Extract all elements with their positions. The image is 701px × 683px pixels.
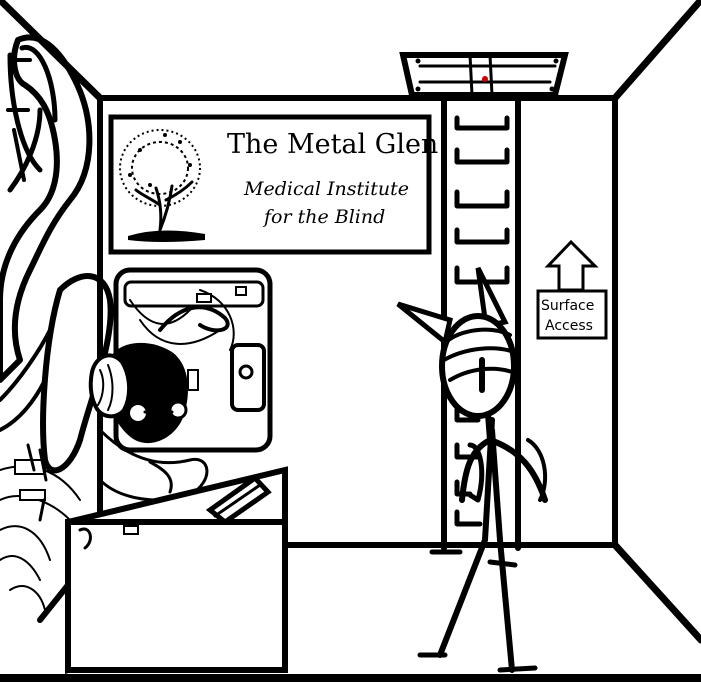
control-desk [65, 466, 288, 674]
visitor-character [396, 266, 548, 673]
ceiling-hatch [399, 52, 569, 98]
sign-subtitle-2: for the Blind [262, 206, 385, 228]
up-arrow-icon [544, 239, 599, 292]
tree-icon [119, 129, 205, 242]
surface-access-sign: Surface Access [536, 239, 608, 340]
institute-sign: The Metal Glen Medical Institute for the… [108, 114, 438, 255]
surface-access-line2: Access [545, 318, 593, 334]
patient [88, 342, 209, 502]
sign-subtitle-1: Medical Institute [243, 178, 409, 200]
surface-access-line1: Surface [541, 298, 594, 314]
sign-title: The Metal Glen [227, 129, 438, 160]
machine-tentacle [0, 34, 93, 611]
